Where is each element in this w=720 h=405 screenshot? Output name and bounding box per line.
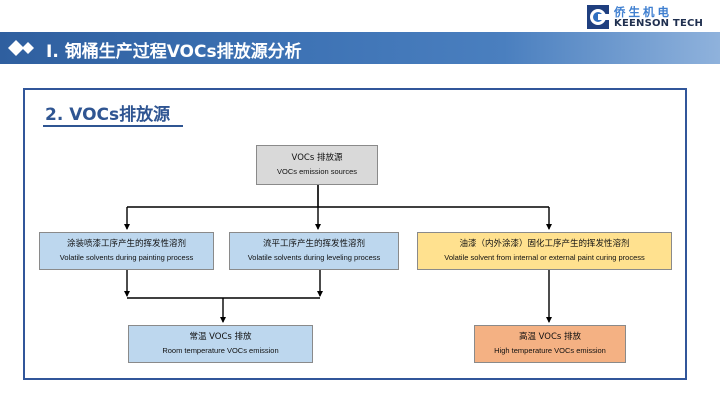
painting-solvents-box: 涂装喷漆工序产生的挥发性溶剂 Volatile solvents during …	[39, 232, 214, 270]
page-title: I. 钢桶生产过程VOCs排放源分析	[46, 42, 302, 62]
section-title: 2. VOCs排放源	[45, 105, 171, 125]
curing-solvents-en: Volatile solvent from internal or extern…	[444, 253, 645, 262]
room-temp-emission-en: Room temperature VOCs emission	[162, 346, 279, 355]
diamond-bullet-icon	[8, 40, 34, 56]
leveling-solvents-cn: 流平工序产生的挥发性溶剂	[262, 239, 365, 249]
emission-sources-en: VOCs emission sources	[276, 167, 358, 176]
painting-solvents-en: Volatile solvents during painting proces…	[59, 253, 194, 262]
curing-solvents-box: 油漆（内外涂漆）固化工序产生的挥发性溶剂 Volatile solvent fr…	[417, 232, 672, 270]
keenson-logo-icon	[587, 5, 609, 29]
logo-english-name: KEENSON TECH	[614, 18, 704, 29]
room-temp-emission-cn: 常温 VOCs 排放	[189, 332, 252, 342]
curing-solvents-cn: 油漆（内外涂漆）固化工序产生的挥发性溶剂	[459, 239, 630, 249]
high-temp-emission-box: 高温 VOCs 排放 High temperature VOCs emissio…	[474, 325, 626, 363]
leveling-solvents-box: 流平工序产生的挥发性溶剂 Volatile solvents during le…	[229, 232, 399, 270]
logo-chinese-name: 侨生机电	[614, 5, 672, 19]
section-title-underline	[43, 125, 183, 127]
title-bar: I. 钢桶生产过程VOCs排放源分析	[0, 32, 720, 64]
high-temp-emission-cn: 高温 VOCs 排放	[518, 332, 582, 342]
high-temp-emission-en: High temperature VOCs emission	[494, 346, 606, 355]
company-logo: 侨生机电 KEENSON TECH	[586, 4, 716, 32]
leveling-solvents-en: Volatile solvents during leveling proces…	[247, 253, 381, 262]
emission-sources-box: VOCs 排放源 VOCs emission sources	[256, 145, 378, 185]
room-temp-emission-box: 常温 VOCs 排放 Room temperature VOCs emissio…	[128, 325, 313, 363]
emission-sources-cn: VOCs 排放源	[291, 153, 343, 163]
painting-solvents-cn: 涂装喷漆工序产生的挥发性溶剂	[66, 239, 186, 249]
